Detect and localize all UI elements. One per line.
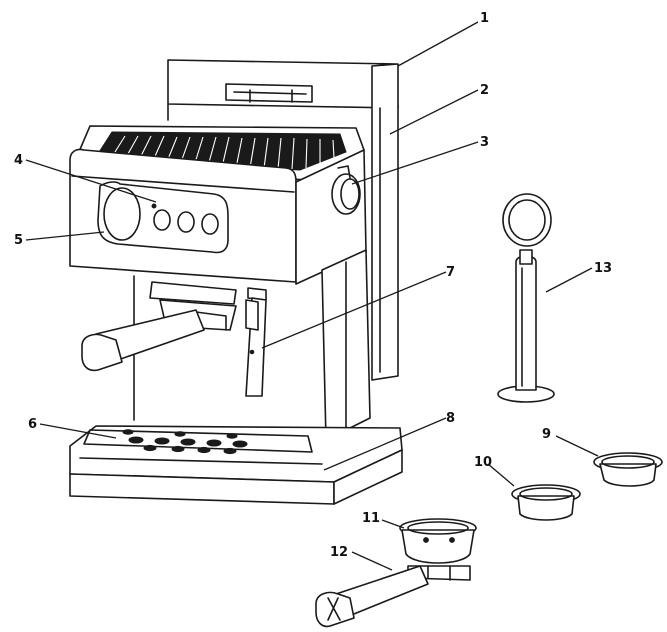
leader-lines: [25, 21, 599, 571]
drip-tray-grate: [122, 429, 248, 455]
callout-1: 1: [480, 11, 489, 26]
filter-basket-double: [511, 484, 581, 521]
callout-13: 13: [594, 261, 612, 276]
portafilter: [315, 518, 477, 628]
callout-7: 7: [446, 265, 455, 280]
callout-5: 5: [14, 233, 23, 248]
callout-10: 10: [474, 455, 492, 470]
drip-tray-base: [69, 425, 403, 505]
steam-wand: [245, 287, 267, 397]
callout-12: 12: [330, 545, 348, 560]
callout-11: 11: [362, 511, 380, 526]
filter-basket-single: [593, 452, 663, 487]
callout-6: 6: [28, 417, 37, 432]
callout-9: 9: [542, 427, 551, 442]
callout-2: 2: [480, 83, 489, 98]
callout-labels: 1 2 3 4 5 6 7 8 9 10 11 12 13: [14, 11, 612, 560]
callout-3: 3: [480, 135, 489, 150]
brewing-head: [81, 281, 237, 372]
callout-4: 4: [14, 153, 23, 168]
callout-8: 8: [446, 411, 455, 426]
cup-warmer-grill: [109, 135, 335, 170]
water-tank: [167, 59, 399, 381]
machine-body: [69, 125, 367, 285]
tamper: [497, 193, 555, 403]
